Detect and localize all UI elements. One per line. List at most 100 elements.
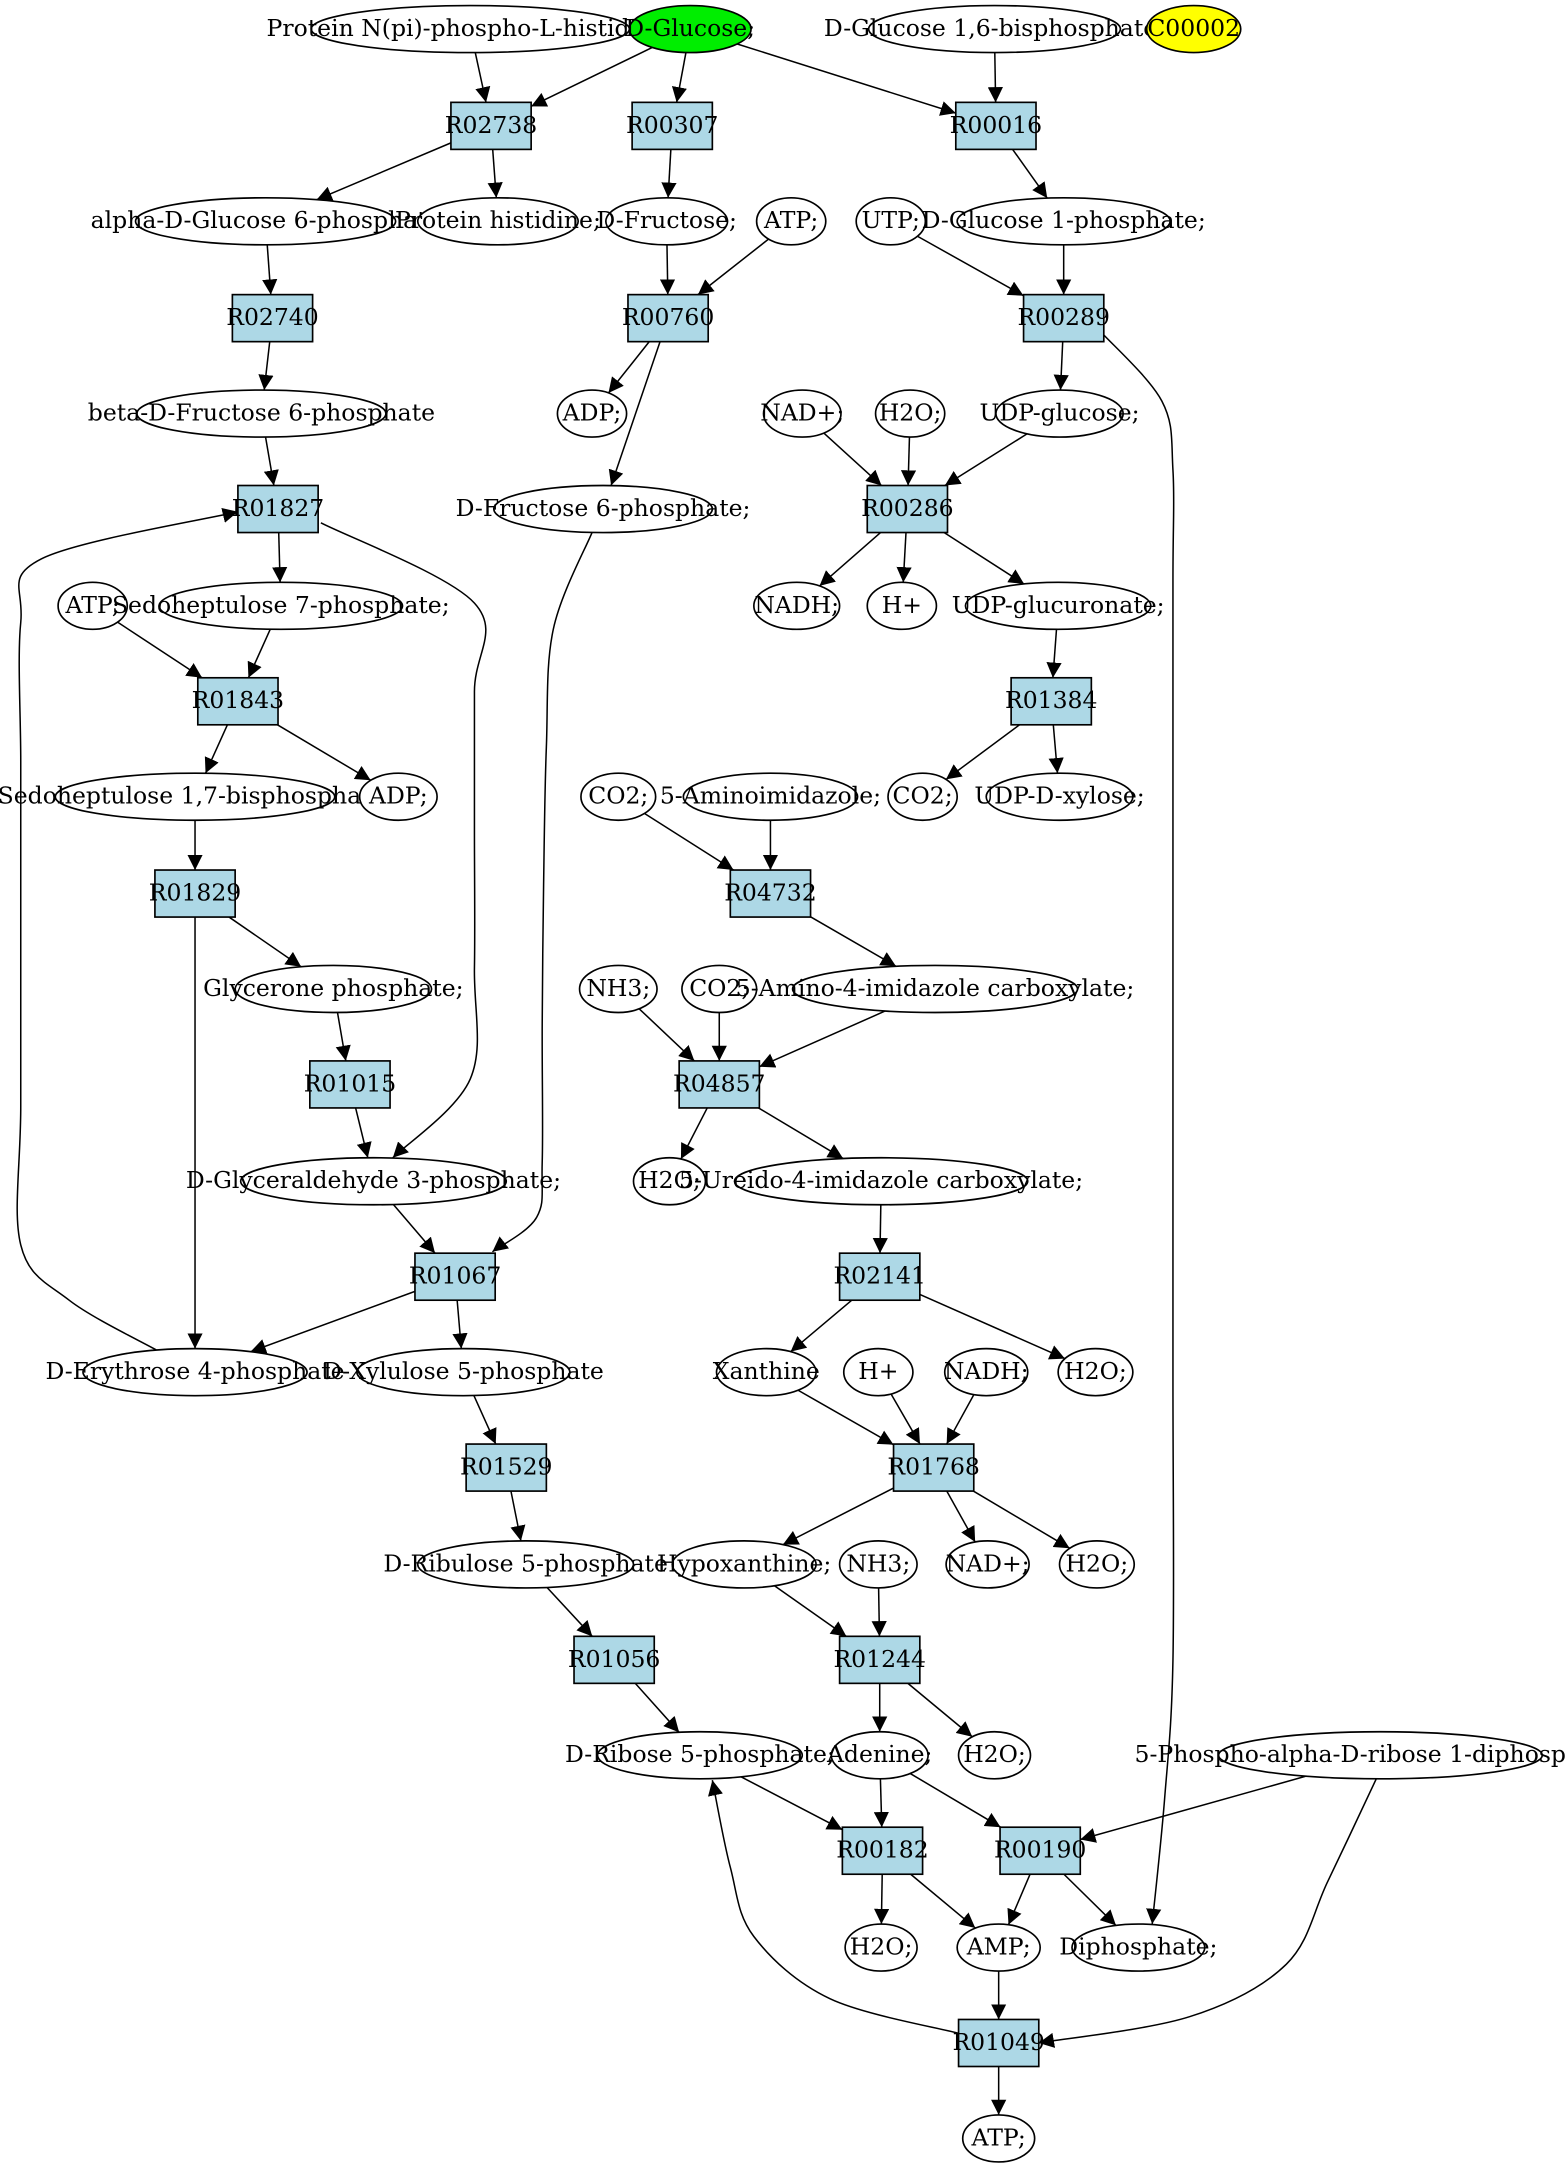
compound-node-c_h2o_f[interactable]: H2O;	[844, 1923, 918, 1972]
edge-R00190-to-c_ppi	[1063, 1873, 1117, 1926]
compound-node-c_nadh1[interactable]: NADH;	[753, 581, 841, 631]
compound-node-c_5ai[interactable]: 5-Aminoimidazole;	[660, 772, 881, 822]
compound-ellipse	[762, 389, 842, 438]
compound-node-c_s7p[interactable]: Sedoheptulose 7-phosphate;	[112, 581, 450, 631]
compound-node-c_h2o_c[interactable]: H2O;	[1057, 1347, 1134, 1397]
compound-node-c_h2o_e[interactable]: H2O;	[957, 1730, 1032, 1780]
edge-R00286-to-c_nadh1	[819, 531, 882, 587]
reaction-node-R01827[interactable]: R01827	[232, 484, 324, 534]
reaction-node-R01384[interactable]: R01384	[1005, 676, 1097, 726]
compound-node-c_nad2[interactable]: NAD+;	[945, 1540, 1030, 1589]
compound-node-c_fructose[interactable]: D-Fructose;	[596, 196, 737, 246]
edge-R02141-to-c_h2o_c	[919, 1293, 1066, 1360]
reaction-node-R01244[interactable]: R01244	[833, 1635, 926, 1685]
reaction-node-R00760[interactable]: R00760	[622, 293, 714, 343]
compound-node-c_nadh2[interactable]: NADH;	[944, 1347, 1029, 1397]
compound-node-c_h2o_d[interactable]: H2O;	[1058, 1540, 1136, 1589]
compound-node-c_c00002[interactable]: C00002	[1145, 4, 1242, 54]
compound-node-c_e4p[interactable]: D-Erythrose 4-phosphate	[45, 1347, 345, 1397]
compound-node-c_udpglc[interactable]: UDP-glucose;	[980, 389, 1140, 438]
reaction-node-R01529[interactable]: R01529	[460, 1443, 552, 1492]
reaction-node-R01015[interactable]: R01015	[304, 1060, 396, 1109]
compound-node-c_s17bp[interactable]: Sedoheptulose 1,7-bisphosphate;	[0, 772, 392, 822]
reaction-node-R00286[interactable]: R00286	[861, 484, 954, 534]
compound-node-c_ag6p[interactable]: alpha-D-Glucose 6-phosphate	[91, 196, 441, 246]
compound-node-c_bf6p[interactable]: beta-D-Fructose 6-phosphate	[88, 389, 435, 438]
node-label: ADP;	[562, 398, 622, 426]
edge-R00286-to-c_udpglcA	[943, 531, 1025, 585]
reaction-node-R01056[interactable]: R01056	[568, 1635, 660, 1685]
compound-ellipse	[239, 1156, 508, 1206]
compound-node-c_co2_b[interactable]: CO2;	[887, 772, 959, 822]
compound-node-c_atp3[interactable]: ATP;	[961, 2114, 1036, 2163]
reaction-node-R00307[interactable]: R00307	[626, 101, 718, 151]
compound-node-c_atp1[interactable]: ATP;	[755, 196, 827, 246]
compound-node-c_h2o_b[interactable]: H2O;	[632, 1156, 707, 1206]
compound-node-c_g3p[interactable]: D-Glyceraldehyde 3-phosphate;	[186, 1156, 561, 1206]
reaction-node-R01067[interactable]: R01067	[409, 1252, 501, 1302]
edge-R01049-to-c_r5p	[708, 1780, 959, 2035]
compound-node-c_ppi[interactable]: Diphosphate;	[1059, 1923, 1217, 1972]
compound-node-c_co2_a[interactable]: CO2;	[580, 772, 657, 822]
edge-R01768-to-c_nad2	[946, 1490, 976, 1543]
edge-R01768-to-c_hypox	[782, 1487, 894, 1546]
reaction-box	[841, 1826, 924, 1876]
compound-node-c_h2o_a[interactable]: H2O;	[874, 389, 946, 438]
compound-node-c_hypox[interactable]: Hypoxanthine;	[657, 1540, 831, 1589]
compound-node-c_5a4ic[interactable]: 5-Amino-4-imidazole carboxylate;	[736, 964, 1135, 1014]
node-label: R02141	[833, 1262, 925, 1290]
reaction-node-R02141[interactable]: R02141	[833, 1252, 926, 1302]
reaction-node-R01829[interactable]: R01829	[149, 869, 241, 918]
reaction-node-R02738[interactable]: R02738	[445, 101, 537, 151]
node-label: D-Fructose;	[596, 206, 737, 234]
edge-R01384-to-c_udpxyl	[1048, 724, 1064, 774]
compound-node-c_co2_c[interactable]: CO2;	[681, 964, 758, 1014]
reaction-box	[838, 1252, 921, 1302]
compound-node-c_atp2[interactable]: ATP;	[57, 581, 129, 631]
compound-ellipse	[733, 1156, 1029, 1206]
edge-R01067-to-c_xu5p	[452, 1300, 468, 1349]
compound-node-c_prpp[interactable]: 5-Phospho-alpha-D-ribose 1-diphosphate;	[1135, 1730, 1565, 1780]
edge-c_glucose-to-R00016	[737, 43, 957, 116]
reaction-node-R01768[interactable]: R01768	[887, 1443, 980, 1492]
reaction-box	[729, 869, 812, 918]
reaction-node-R00016[interactable]: R00016	[950, 101, 1042, 151]
compound-node-c_udpglcA[interactable]: UDP-glucuronate;	[952, 581, 1165, 631]
edge-R00289-to-c_ppi	[1100, 331, 1175, 1925]
reaction-node-R04732[interactable]: R04732	[724, 869, 817, 918]
reaction-node-R00190[interactable]: R00190	[994, 1826, 1086, 1876]
reaction-node-R01843[interactable]: R01843	[192, 676, 284, 726]
node-label: Protein histidine;	[395, 206, 601, 234]
compound-node-c_f6p[interactable]: D-Fructose 6-phosphate;	[456, 484, 751, 534]
reaction-node-R04857[interactable]: R04857	[673, 1060, 765, 1109]
compound-node-c_amp[interactable]: AMP;	[956, 1923, 1041, 1972]
compound-node-c_nh3_a[interactable]: NH3;	[578, 964, 658, 1014]
compound-node-c_glucose[interactable]: D-Glucose;	[625, 4, 755, 54]
compound-node-c_h_a[interactable]: H+	[866, 581, 938, 631]
compound-node-c_protein_nphis[interactable]: Protein N(pi)-phospho-L-histidine;	[267, 4, 674, 54]
compound-node-c_nh3_b[interactable]: NH3;	[838, 1540, 918, 1589]
compound-node-c_adp2[interactable]: ADP;	[358, 772, 438, 822]
reaction-node-R02740[interactable]: R02740	[226, 293, 319, 343]
compound-node-c_glc16bp[interactable]: D-Glucose 1,6-bisphosphate;	[824, 4, 1165, 54]
reaction-box	[631, 101, 714, 151]
node-label: R01384	[1005, 686, 1097, 714]
compound-node-c_dhap[interactable]: Glycerone phosphate;	[203, 964, 464, 1014]
compound-node-c_xanthine[interactable]: Xanthine	[713, 1347, 820, 1397]
compound-node-c_udpxyl[interactable]: UDP-D-xylose;	[974, 772, 1145, 822]
compound-node-c_h_b[interactable]: H+	[842, 1347, 914, 1397]
compound-node-c_adp1[interactable]: ADP;	[556, 389, 628, 438]
compound-node-c_nad1[interactable]: NAD+;	[760, 389, 844, 438]
compound-node-c_g1p[interactable]: D-Glucose 1-phosphate;	[922, 196, 1206, 246]
compound-node-c_utp[interactable]: UTP;	[855, 196, 927, 246]
compound-node-c_xu5p[interactable]: D-Xylulose 5-phosphate	[323, 1347, 604, 1397]
compound-node-c_r5p[interactable]: D-Ribose 5-phosphate;	[565, 1730, 835, 1780]
compound-node-c_adenine[interactable]: Adenine;	[826, 1730, 933, 1780]
reaction-node-R00182[interactable]: R00182	[836, 1826, 929, 1876]
compound-node-c_protein_his[interactable]: Protein histidine;	[395, 196, 601, 246]
compound-node-c_5u4ic[interactable]: 5-Ureido-4-imidazole carboxylate;	[679, 1156, 1083, 1206]
compound-node-c_ru5p[interactable]: D-Ribulose 5-phosphate	[383, 1540, 668, 1589]
reaction-node-R00289[interactable]: R00289	[1017, 293, 1110, 343]
reaction-node-R01049[interactable]: R01049	[952, 2018, 1045, 2068]
edge-R02141-to-c_xanthine	[790, 1299, 853, 1353]
